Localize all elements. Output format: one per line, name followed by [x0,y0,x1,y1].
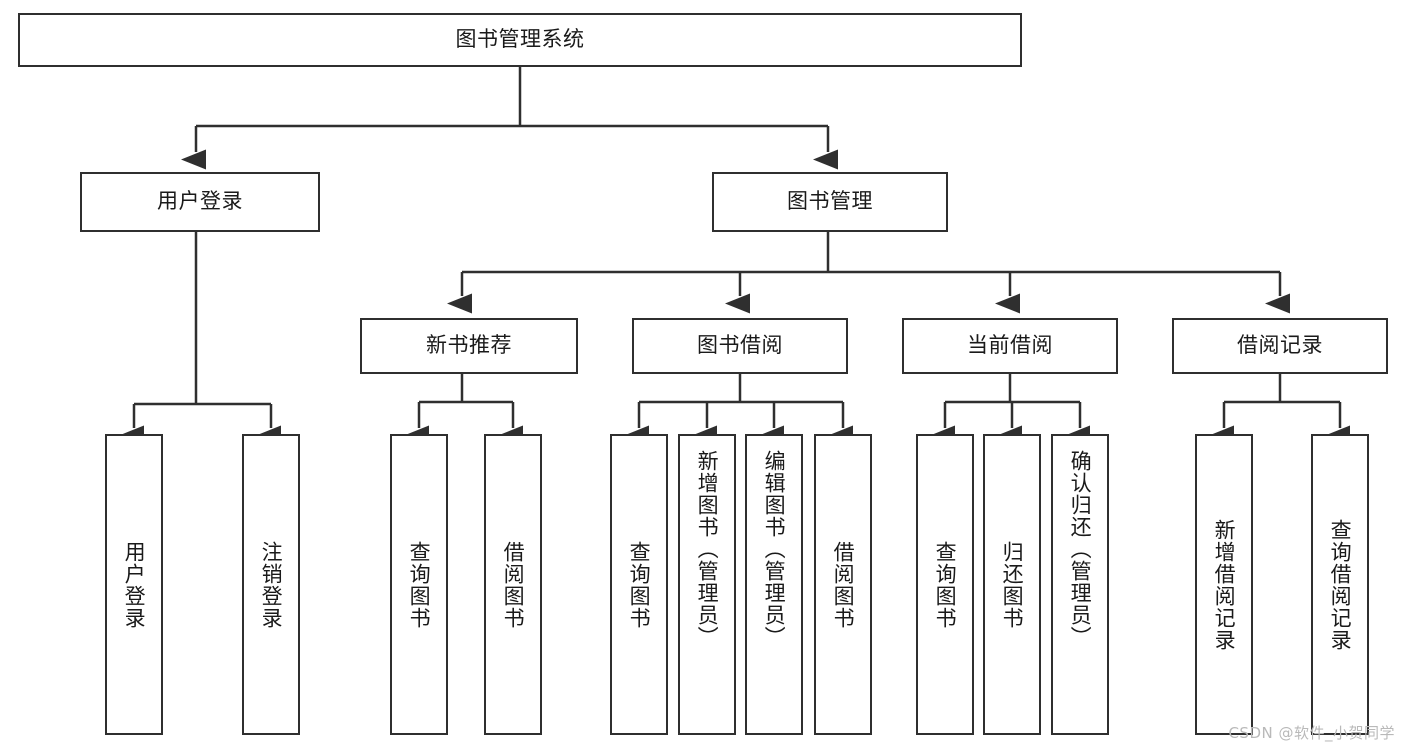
node-label: 查询图书 [407,540,432,629]
node-label: 图书管理 [787,189,873,214]
leaf-user-login-logout[interactable]: 注销登录 [242,434,300,735]
node-label: 新增图书（管理员） [695,450,720,648]
leaf-borrow-borrow-book[interactable]: 借阅图书 [814,434,872,735]
node-label: 用户登录 [157,189,243,214]
node-label: 借阅记录 [1237,333,1323,358]
leaf-current-confirm-return-admin[interactable]: 确认归还（管理员） [1051,434,1109,735]
node-borrow-record[interactable]: 借阅记录 [1172,318,1388,374]
node-label: 确认归还（管理员） [1068,450,1093,648]
node-label: 当前借阅 [967,333,1053,358]
node-label: 编辑图书（管理员） [762,450,787,648]
leaf-borrow-edit-book-admin[interactable]: 编辑图书（管理员） [745,434,803,735]
leaf-record-query-record[interactable]: 查询借阅记录 [1311,434,1369,735]
leaf-current-query-book[interactable]: 查询图书 [916,434,974,735]
node-label: 用户登录 [122,540,147,629]
watermark-text: CSDN @软件_小贺同学 [1228,724,1395,742]
leaf-recommend-query-book[interactable]: 查询图书 [390,434,448,735]
node-label: 图书管理系统 [455,27,585,52]
node-user-login[interactable]: 用户登录 [80,172,320,232]
node-book-management[interactable]: 图书管理 [712,172,948,232]
leaf-recommend-borrow-book[interactable]: 借阅图书 [484,434,542,735]
leaf-borrow-query-book[interactable]: 查询图书 [610,434,668,735]
node-label: 新增借阅记录 [1212,518,1237,651]
node-label: 查询借阅记录 [1328,518,1353,651]
node-label: 查询图书 [933,540,958,629]
node-root-book-management-system[interactable]: 图书管理系统 [18,13,1022,67]
node-current-borrow[interactable]: 当前借阅 [902,318,1118,374]
leaf-borrow-add-book-admin[interactable]: 新增图书（管理员） [678,434,736,735]
node-label: 图书借阅 [697,333,783,358]
node-label: 归还图书 [1000,540,1025,629]
leaf-user-login-login[interactable]: 用户登录 [105,434,163,735]
node-new-book-recommend[interactable]: 新书推荐 [360,318,578,374]
node-label: 查询图书 [627,540,652,629]
node-label: 新书推荐 [426,333,512,358]
leaf-current-return-book[interactable]: 归还图书 [983,434,1041,735]
node-label: 借阅图书 [831,540,856,629]
node-label: 借阅图书 [501,540,526,629]
leaf-record-add-record[interactable]: 新增借阅记录 [1195,434,1253,735]
node-label: 注销登录 [259,540,284,629]
node-book-borrow[interactable]: 图书借阅 [632,318,848,374]
